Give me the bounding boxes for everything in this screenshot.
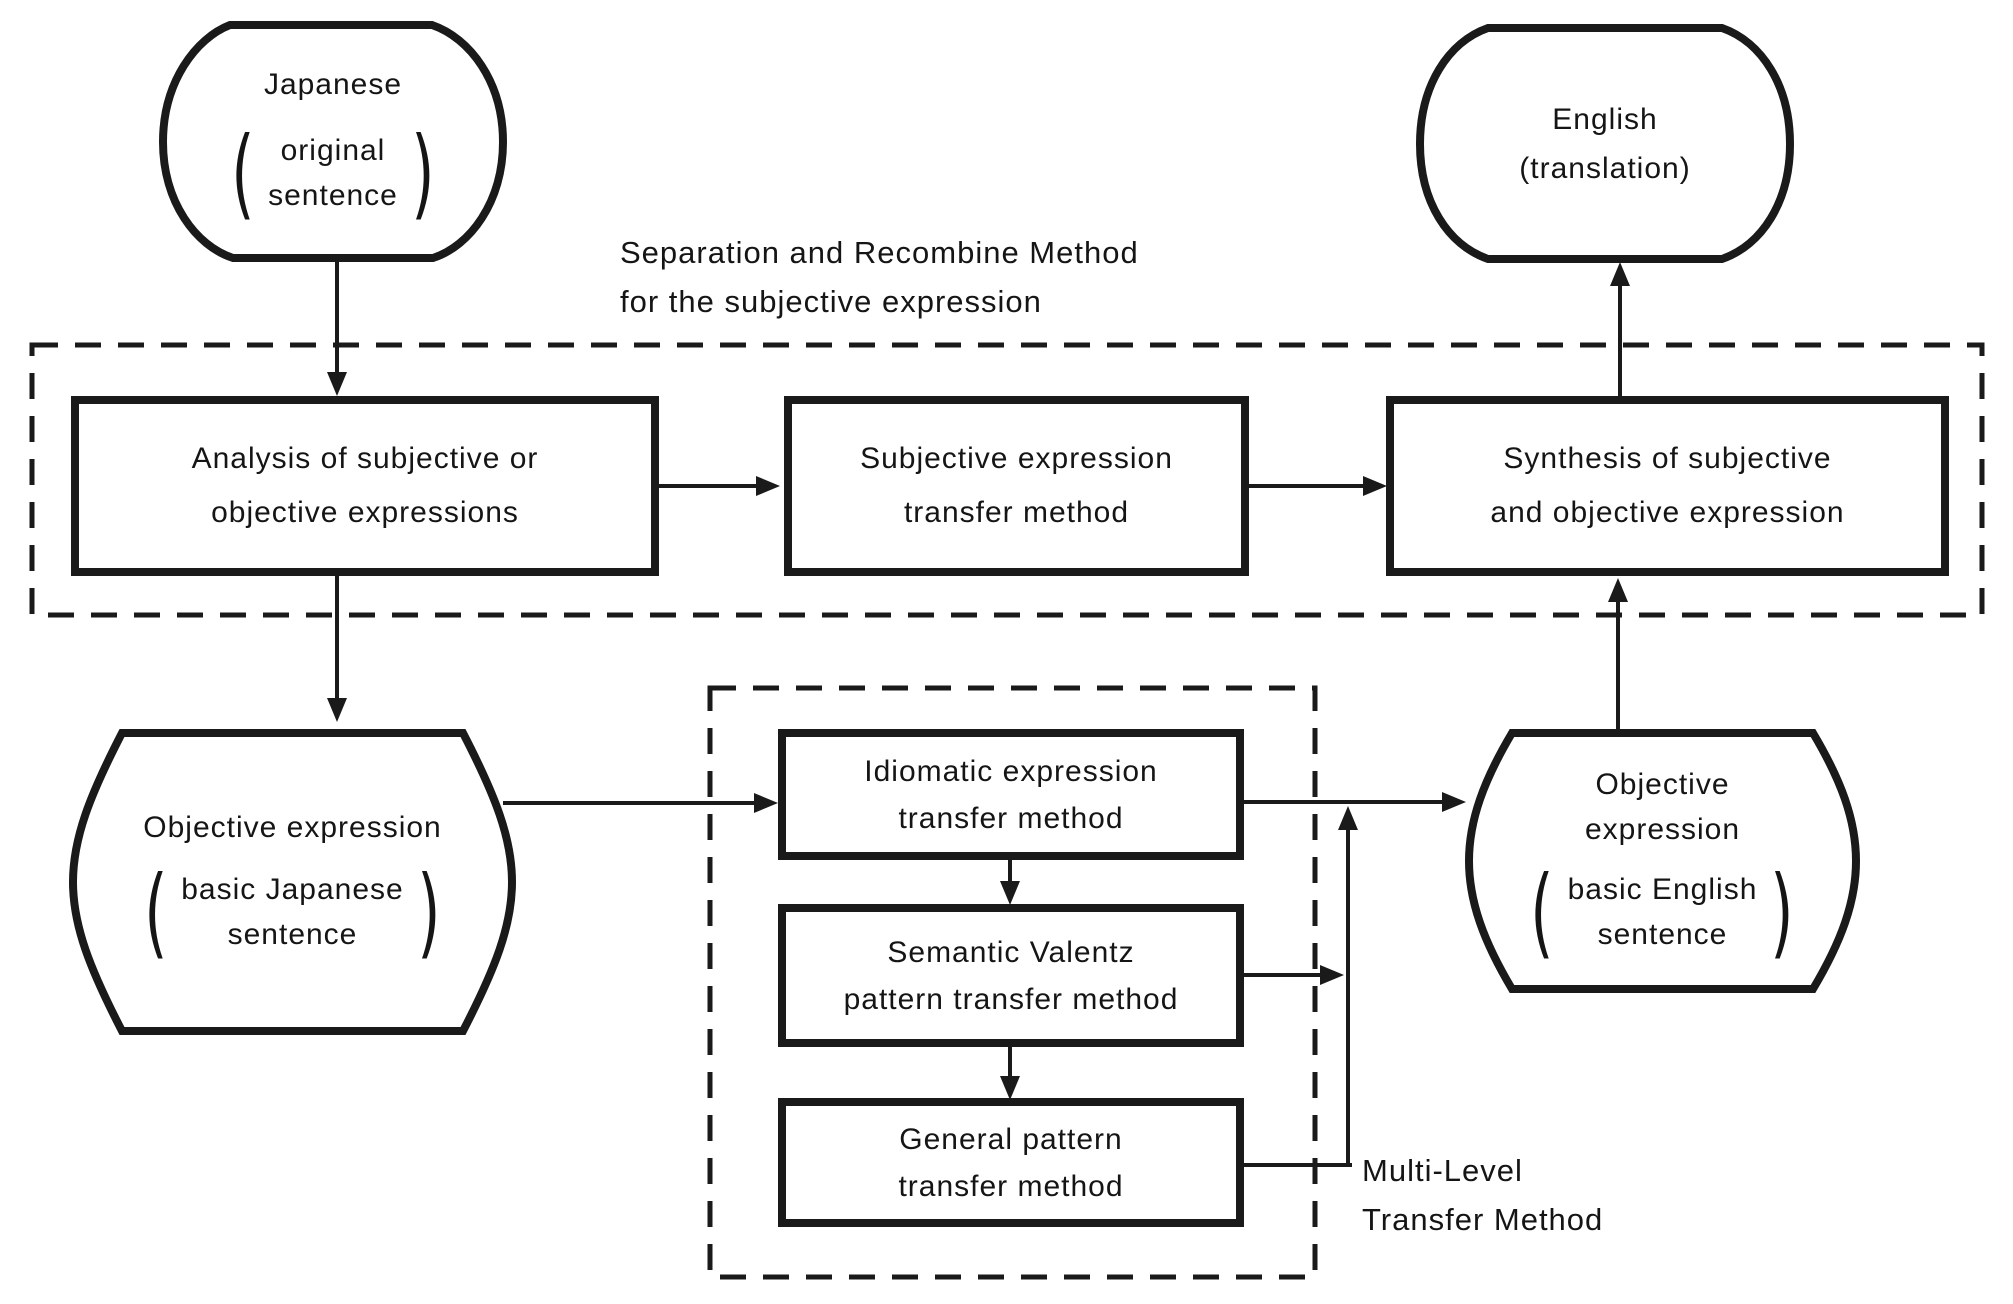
idiomatic-box-shape [778, 729, 1244, 860]
subjective-transfer-box-label: Subjective expression transfer method [860, 442, 1173, 529]
arrowhead-right-collector-join [1320, 965, 1344, 985]
semantic-valentz-box-label: Semantic Valentz pattern transfer method [843, 935, 1179, 1016]
arrowhead-up-english [1610, 262, 1630, 286]
english-node-title: English [1552, 102, 1658, 136]
japanese-node-title: Japanese [263, 68, 403, 101]
synthesis-box-shape [1386, 396, 1949, 576]
arrowhead-right-idiomatic [754, 793, 778, 813]
english-node-shape [1415, 24, 1795, 263]
general-pattern-box-label: General pattern transfer method [898, 1122, 1124, 1203]
analysis-box-shape [71, 396, 659, 576]
japanese-node: Japanese ( original sentence ) [163, 25, 503, 258]
close-paren-glyph: ) [417, 854, 441, 969]
arrowhead-up-collector [1338, 806, 1358, 830]
objective-japanese-node-title: Objective expression [143, 810, 442, 844]
objective-japanese-node-subtitle: ( basic Japanese sentence ) [144, 854, 441, 969]
semantic-valentz-box: Semantic Valentz pattern transfer method [782, 908, 1240, 1043]
close-paren-glyph: ) [411, 115, 436, 231]
synthesis-box-label: Synthesis of subjective and objective ex… [1490, 442, 1845, 529]
open-paren-glyph: ( [144, 854, 168, 969]
objective-english-node-title: Objective expression [1584, 768, 1741, 846]
open-paren-glyph: ( [1530, 854, 1555, 970]
subjective-transfer-box: Subjective expression transfer method [788, 400, 1245, 572]
arrowhead-right-synthesis [1363, 476, 1387, 496]
objective-english-node-subtitle: ( basic English sentence ) [1530, 854, 1795, 970]
open-paren-glyph: ( [230, 115, 255, 231]
arrowhead-down-objective-japanese [327, 698, 347, 722]
arrowhead-down-general [1000, 1076, 1020, 1100]
japanese-node-subtitle: ( original sentence ) [230, 115, 436, 231]
multi-level-dashed-container [707, 685, 1318, 1280]
idiomatic-box-label: Idiomatic expression transfer method [864, 754, 1158, 835]
analysis-box: Analysis of subjective or objective expr… [75, 400, 655, 572]
separation-method-label: Separation and Recombine Method for the … [620, 235, 1139, 319]
arrowhead-up-synthesis-input [1608, 578, 1628, 602]
arrowhead-right-subjective [756, 476, 780, 496]
objective-english-node: Objective expression ( basic English sen… [1469, 733, 1856, 989]
connector-lines [335, 260, 1622, 1167]
objective-japanese-node-shape [68, 729, 517, 1035]
arrowheads [327, 262, 1630, 1100]
english-node: English (translation) [1420, 28, 1790, 259]
general-pattern-box-shape [778, 1098, 1244, 1227]
general-pattern-box: General pattern transfer method [782, 1102, 1240, 1223]
subjective-transfer-box-shape [784, 396, 1249, 576]
arrowhead-right-objective-english [1442, 792, 1466, 812]
idiomatic-box: Idiomatic expression transfer method [782, 733, 1240, 856]
objective-japanese-node: Objective expression ( basic Japanese se… [73, 733, 512, 1031]
analysis-box-label: Analysis of subjective or objective expr… [191, 442, 539, 529]
objective-english-node-shape [1464, 729, 1861, 993]
english-node-subtitle: (translation) [1519, 151, 1691, 185]
arrowhead-down-analysis [327, 372, 347, 396]
multi-level-label: Multi-Level Transfer Method [1362, 1153, 1604, 1237]
arrowhead-down-semantic [1000, 881, 1020, 905]
synthesis-box: Synthesis of subjective and objective ex… [1390, 400, 1945, 572]
japanese-node-shape [158, 21, 508, 262]
separation-method-dashed-container [29, 342, 1985, 618]
close-paren-glyph: ) [1770, 854, 1795, 970]
